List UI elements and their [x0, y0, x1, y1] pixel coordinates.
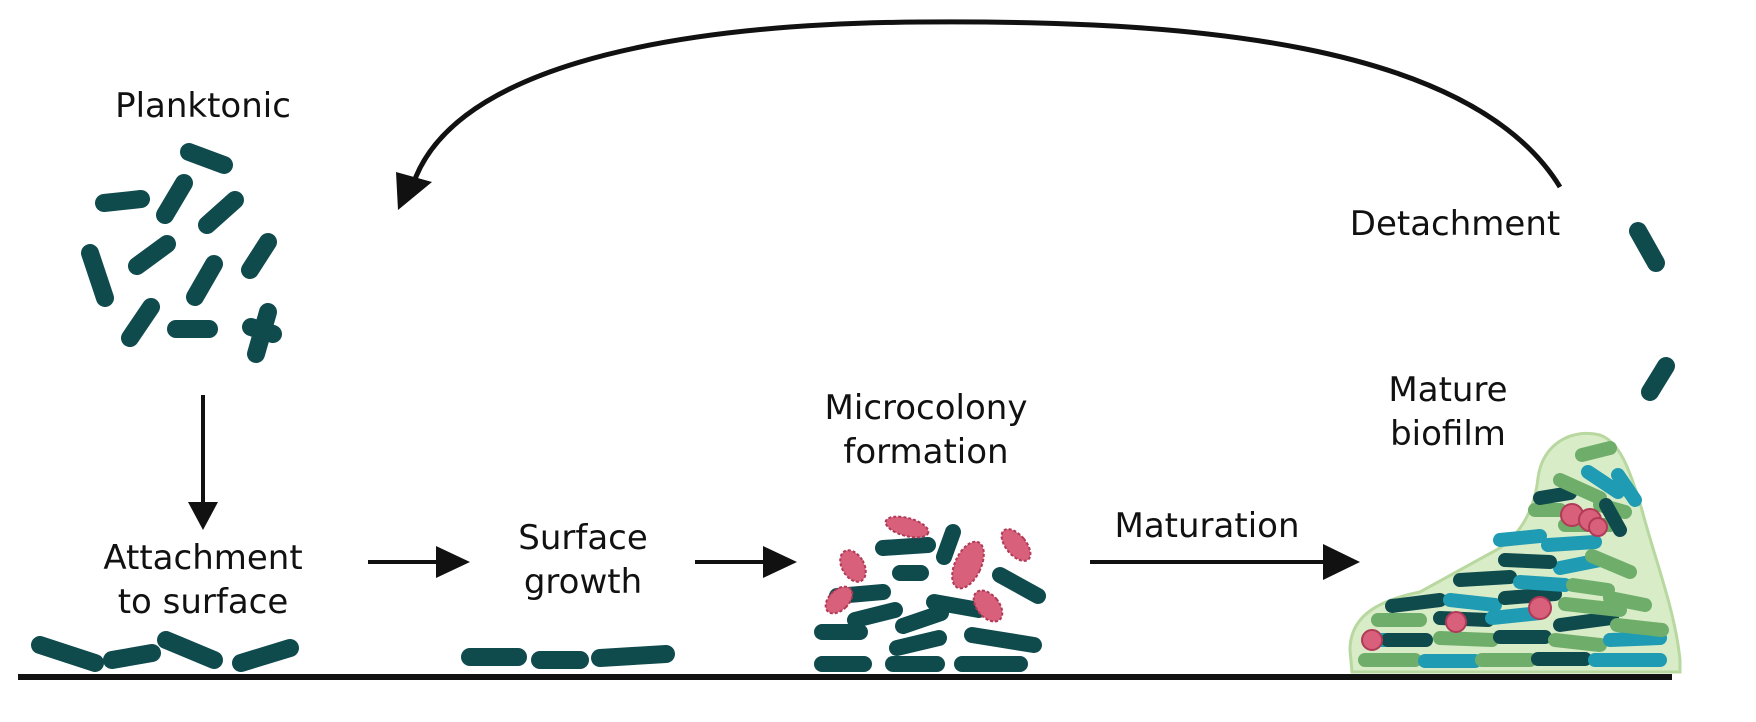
bacterium	[895, 605, 949, 634]
bacterium	[156, 174, 193, 224]
label-mature-biofilm-line1: Mature	[1388, 370, 1508, 410]
bacterium	[128, 235, 176, 275]
bacterium	[875, 537, 936, 556]
arrowhead-maturation	[1323, 544, 1360, 580]
bacterium	[889, 630, 947, 656]
label-detachment-text: Detachment	[1349, 204, 1561, 244]
label-planktonic: Planktonic	[115, 84, 291, 128]
bacterium	[121, 298, 160, 347]
bacterium	[964, 627, 1042, 653]
bacterium	[198, 191, 244, 234]
label-attachment: Attachment to surface	[103, 536, 302, 624]
bacterium	[247, 303, 277, 363]
label-microcolony: Microcolony formation	[825, 386, 1028, 474]
bacterium	[926, 594, 987, 618]
arrowhead-attachment-to-growth	[436, 546, 470, 578]
attached-bacteria	[31, 631, 299, 672]
label-maturation: Maturation	[1115, 504, 1300, 548]
bacterium	[232, 639, 299, 672]
bacterium	[95, 190, 150, 212]
label-maturation-text: Maturation	[1114, 506, 1300, 546]
planktonic-bacteria	[81, 143, 1675, 401]
pink-cell	[839, 549, 867, 583]
pink-cell	[1000, 528, 1032, 562]
bacterium	[81, 244, 114, 307]
label-surface-growth: Surface growth	[518, 516, 648, 604]
bacterium	[847, 602, 903, 628]
label-attachment-line2: to surface	[117, 582, 289, 622]
arrowhead-planktonic-to-attachment	[188, 502, 218, 530]
bacterium	[180, 143, 233, 174]
pink-cell	[972, 589, 1004, 623]
bacterium	[31, 636, 104, 672]
bacterium	[157, 631, 223, 669]
label-surface-growth-line2: growth	[523, 562, 643, 602]
label-microcolony-line2: formation	[843, 432, 1009, 472]
microcolony	[814, 515, 1046, 672]
label-attachment-line1: Attachment	[103, 538, 303, 578]
bacterium	[241, 233, 277, 279]
bacterium	[186, 255, 223, 306]
detaching-bacterium	[1629, 222, 1665, 272]
label-microcolony-line1: Microcolony	[824, 388, 1028, 428]
arrowhead-growth-to-microcolony	[763, 546, 797, 578]
detachment-return-arrow	[407, 19, 1563, 196]
pink-cell	[824, 585, 854, 615]
label-surface-growth-line1: Surface	[518, 518, 648, 558]
surface-growth-bacteria	[461, 645, 675, 669]
bacterium	[103, 644, 161, 669]
detachment-return-arrowhead	[396, 172, 432, 210]
mature-biofilm	[1348, 432, 1682, 674]
label-mature-biofilm: Mature biofilm	[1388, 368, 1507, 456]
pink-cell	[884, 515, 930, 539]
bacterium	[992, 567, 1046, 604]
label-planktonic-text: Planktonic	[115, 86, 291, 126]
label-mature-biofilm-line2: biofilm	[1390, 414, 1506, 454]
label-detachment: Detachment	[1350, 202, 1560, 246]
bacterium	[591, 645, 675, 667]
pink-cell	[951, 540, 985, 590]
detaching-bacterium	[1641, 357, 1675, 401]
bacterium	[936, 524, 961, 565]
